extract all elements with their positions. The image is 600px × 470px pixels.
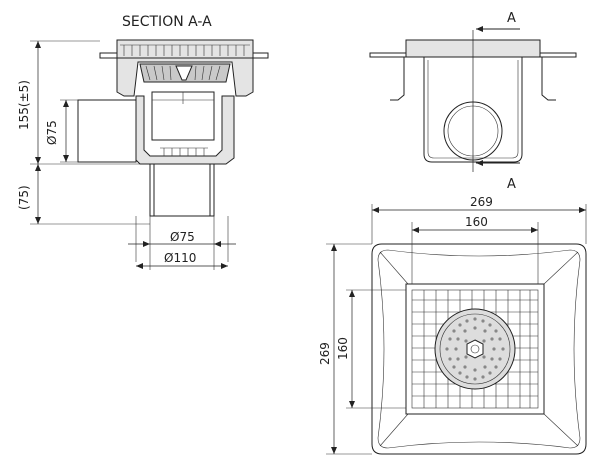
section-strainer-mesh	[145, 65, 221, 81]
dim-top-width: 269	[470, 195, 493, 209]
dim-grate-width: 160	[465, 215, 488, 229]
dim-grate-height: 160	[336, 337, 350, 360]
section-bell	[151, 91, 215, 141]
section-marker-bottom: A	[507, 177, 516, 192]
plan-outer-plate	[371, 243, 587, 455]
dim-height-body: 155(±5)	[17, 80, 31, 130]
section-frame	[116, 39, 254, 59]
dim-outlet-diameter: Ø75	[45, 120, 59, 145]
section-side-outlet	[77, 99, 137, 163]
section-title: SECTION A-A	[122, 14, 212, 30]
dim-spigot-outer-diameter: Ø110	[164, 251, 196, 265]
plan-center-nut	[466, 339, 484, 359]
plan-strainer-holes	[445, 317, 505, 381]
section-view: SECTION A-A	[17, 14, 269, 270]
side-left-tab	[390, 57, 405, 101]
dim-spigot-length: (75)	[17, 185, 31, 210]
section-marker-top: A	[507, 11, 516, 26]
section-spigot	[149, 163, 215, 217]
plan-grate-frame	[405, 283, 545, 415]
section-grate-teeth	[120, 44, 250, 56]
section-trap-body	[135, 95, 235, 165]
plan-view: 269 160 269 160	[318, 195, 587, 455]
dim-top-height: 269	[318, 342, 332, 365]
section-funnel	[175, 65, 193, 81]
section-bottom-detail	[160, 147, 208, 156]
section-upper-body	[116, 57, 254, 97]
side-view: A A	[369, 11, 577, 192]
dim-spigot-inner-diameter: Ø75	[170, 230, 195, 244]
side-right-tab	[541, 57, 556, 101]
